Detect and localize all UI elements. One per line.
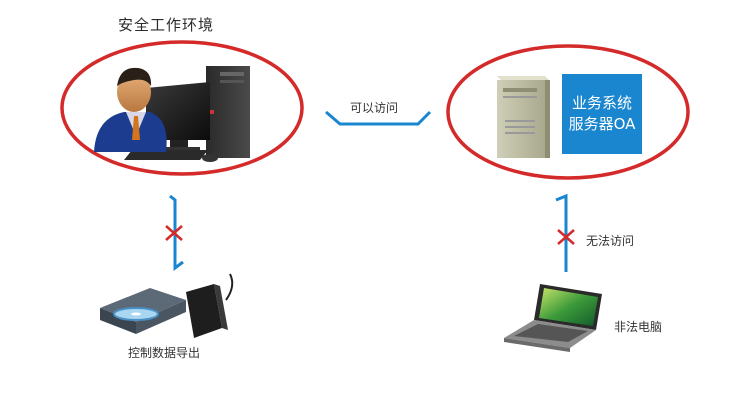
server-box-line1: 业务系统 [571, 94, 632, 112]
server-box-line2: 服务器OA [568, 115, 636, 133]
secure-environment-title: 安全工作环境 [118, 16, 215, 34]
secure-zone-ellipse [60, 40, 304, 176]
storage-devices-icon [100, 273, 234, 338]
access-arrow [325, 110, 432, 126]
export-control-label: 控制数据导出 [128, 346, 201, 360]
server-zone-ellipse [446, 44, 690, 180]
access-cross-icon [557, 229, 575, 245]
laptop-icon [504, 284, 602, 352]
server-icon [497, 76, 550, 158]
no-access-label: 无法访问 [586, 234, 635, 248]
user-workstation-icon [94, 66, 250, 162]
illegal-pc-label: 非法电脑 [614, 320, 663, 334]
export-cross-icon [165, 225, 183, 241]
illegal-access-blocked-arrow [555, 193, 568, 272]
business-server-oa-box: 业务系统 服务器OA [562, 74, 642, 154]
access-label: 可以访问 [350, 101, 399, 115]
